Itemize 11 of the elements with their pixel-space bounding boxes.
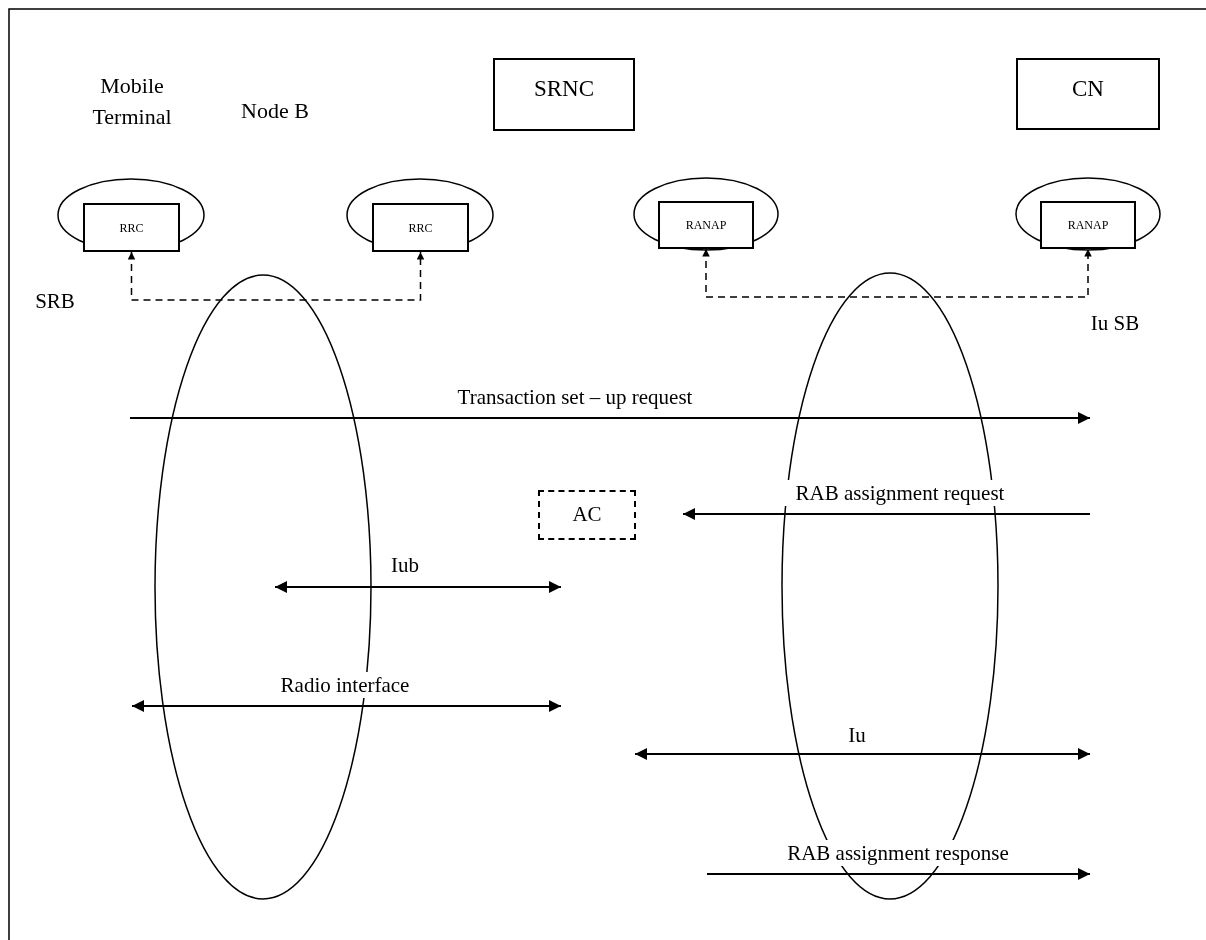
protocol-box: RRC [372,203,469,252]
node-label: Mobile Terminal [71,70,193,132]
protocol-box: RANAP [1040,201,1136,249]
protocol-box: RRC [83,203,180,252]
dashed-box: AC [538,490,636,540]
entity-box: CN [1016,58,1160,130]
entity-box: SRNC [493,58,635,131]
node-label: Node B [225,95,325,125]
dashed-connector [127,251,425,301]
protocol-box: RANAP [658,201,754,249]
dashed-connector [702,248,1092,298]
